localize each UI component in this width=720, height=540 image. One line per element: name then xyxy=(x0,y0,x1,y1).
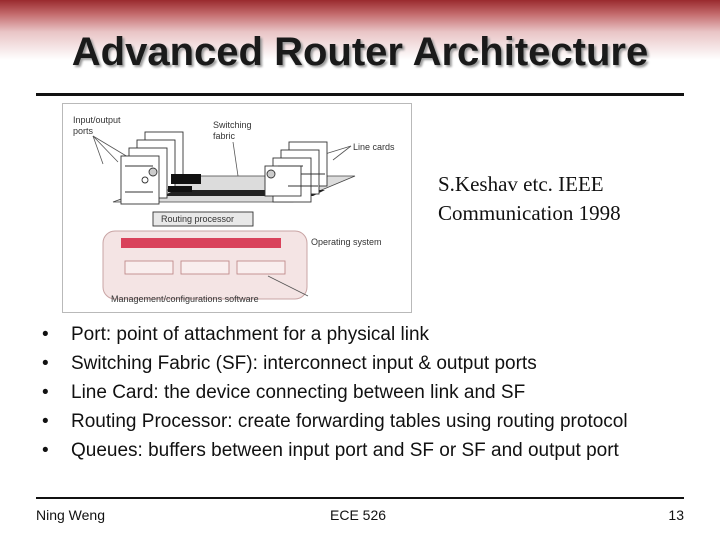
bullet-item: • Port: point of attachment for a physica… xyxy=(42,320,628,349)
bullet-item: • Routing Processor: create forwarding ta… xyxy=(42,407,628,436)
operating-system-bar xyxy=(121,238,281,248)
citation-line-1: S.Keshav etc. IEEE xyxy=(438,172,604,196)
bullet-list: • Port: point of attachment for a physica… xyxy=(42,320,628,465)
title-divider xyxy=(36,93,684,96)
routing-processor-label: Routing processor xyxy=(161,214,234,224)
citation: S.Keshav etc. IEEE Communication 1998 xyxy=(438,170,698,228)
footer-author: Ning Weng xyxy=(36,507,106,523)
bullet-text-queues: Queues: buffers between input port and S… xyxy=(71,440,619,461)
footer-course: ECE 526 xyxy=(330,507,387,523)
bullet-marker: • xyxy=(42,324,49,345)
bullet-text-routing-processor: Routing Processor: create forwarding tab… xyxy=(71,411,628,432)
footer-divider xyxy=(36,497,684,499)
bullet-item: • Queues: buffers between input port and … xyxy=(42,436,628,465)
citation-line-2: Communication 1998 xyxy=(438,201,621,225)
bullet-marker: • xyxy=(42,382,49,403)
management-software-label: Management/configurations software xyxy=(111,294,259,304)
bullet-text-port: Port: point of attachment for a physical… xyxy=(71,324,430,345)
bullet-item: • Switching Fabric (SF): interconnect inp… xyxy=(42,349,628,378)
line-cards-label: Line cards xyxy=(353,142,395,152)
bullet-marker: • xyxy=(42,411,49,432)
slide-title: Advanced Router Architecture xyxy=(71,30,649,74)
router-architecture-figure: Input/output ports Switching fabric Line… xyxy=(62,103,412,313)
bullet-text-switching-fabric: Switching Fabric (SF): interconnect inpu… xyxy=(71,353,537,374)
right-line-cards xyxy=(264,141,328,203)
switching-fabric-label-2: fabric xyxy=(213,131,236,141)
left-line-cards xyxy=(120,131,184,205)
title-band xyxy=(0,0,720,95)
bullet-text-line-card: Line Card: the device connecting between… xyxy=(71,382,526,403)
io-ports-label-2: ports xyxy=(73,126,94,136)
bullet-item: • Line Card: the device connecting betwee… xyxy=(42,378,628,407)
switching-fabric-label-1: Switching xyxy=(213,120,252,130)
routing-processor-box xyxy=(152,211,254,227)
footer-page-number: 13 xyxy=(668,507,684,523)
operating-system-label: Operating system xyxy=(311,237,382,247)
io-ports-label-1: Input/output xyxy=(73,115,121,125)
bullet-marker: • xyxy=(42,440,49,461)
bullet-marker: • xyxy=(42,353,49,374)
